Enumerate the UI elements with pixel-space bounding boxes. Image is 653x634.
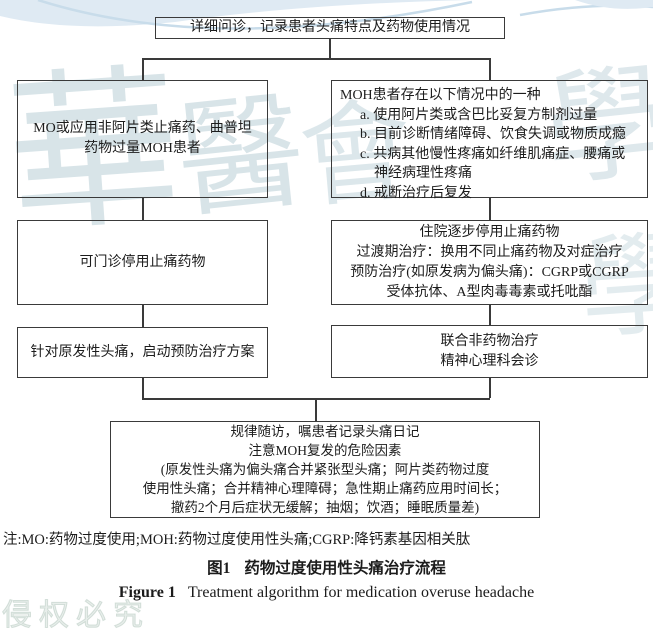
flow-box-text: (原发性头痛为偏头痛合并紧张型头痛；阿片类药物过度 xyxy=(160,462,490,477)
flow-box-intake: 详细问诊，记录患者头痛特点及药物使用情况 xyxy=(155,17,505,39)
flow-box-list-item: a. 使用阿片类或含巴比妥复方制剂过量 xyxy=(360,107,598,123)
flow-box-mo-patients: MO或应用非阿片类止痛药、曲普坦 药物过量MOH患者 xyxy=(17,80,268,198)
flow-box-text: 可门诊停用止痛药物 xyxy=(79,254,206,270)
connector-left-1-2 xyxy=(142,198,144,220)
flow-box-followup: 规律随访，嘱患者记录头痛日记 注意MOH复发的危险因素 (原发性头痛为偏头痛合并… xyxy=(110,421,540,518)
connector-left-drop xyxy=(142,58,144,80)
flow-box-text: 过渡期治疗：换用不同止痛药物及对症治疗 xyxy=(356,244,623,260)
flow-box-text: 针对原发性头痛，启动预防治疗方案 xyxy=(30,344,255,360)
flow-box-list-item: d. 戒断治疗后复发 xyxy=(360,185,472,201)
flow-box-text: 撤药2个月后症状无缓解；抽烟；饮酒；睡眠质量差) xyxy=(170,500,480,515)
figure-label-zh: 图1 xyxy=(207,560,231,577)
connector-bottom-drop xyxy=(315,398,317,421)
connector-top-drop xyxy=(329,39,331,58)
flow-box-list-item: 神经病理性疼痛 xyxy=(374,166,472,181)
connector-split-bar xyxy=(142,58,490,60)
flow-box-text: 联合非药物治疗 xyxy=(440,333,539,349)
flow-box-text: 使用性头痛；合并精神心理障碍；急性期止痛药应用时间长； xyxy=(142,481,508,496)
figure-title-zh: 药物过度使用性头痛治疗流程 xyxy=(244,560,446,577)
flow-box-text: 药物过量MOH患者 xyxy=(84,141,201,156)
flow-box-list-item: c. 共病其他慢性疼痛如纤维肌痛症、腰痛或 xyxy=(360,146,626,162)
figure-caption-en: Figure 1 Treatment algorithm for medicati… xyxy=(0,584,653,602)
flow-box-text: MO或应用非阿片类止痛药、曲普坦 xyxy=(33,121,252,136)
flow-box-text: 预防治疗(如原发病为偏头痛)：CGRP或CGRP xyxy=(350,264,629,280)
flow-box-text: 受体抗体、A型肉毒毒素或托吡酯 xyxy=(386,284,593,300)
connector-right-drop xyxy=(489,58,491,80)
figure-caption-zh: 图1 药物过度使用性头痛治疗流程 xyxy=(0,556,653,578)
abbreviation-note: 注:MO:药物过度使用;MOH:药物过度使用性头痛;CGRP:降钙素基因相关肽 xyxy=(3,532,471,548)
flow-box-text: MOH患者存在以下情况中的一种 xyxy=(340,88,541,103)
connector-right-1-2 xyxy=(489,198,491,220)
connector-right-2-3 xyxy=(489,305,491,325)
flow-box-outpatient-withdrawal: 可门诊停用止痛药物 xyxy=(17,220,268,305)
flow-box-text: 注意MOH复发的危险因素 xyxy=(248,443,402,458)
figure-title-en: Treatment algorithm for medication overu… xyxy=(187,584,535,601)
flow-box-preventive-plan: 针对原发性头痛，启动预防治疗方案 xyxy=(17,327,268,378)
flow-box-text: 精神心理科会诊 xyxy=(440,353,539,369)
figure-label-en: Figure 1 xyxy=(118,584,176,601)
flow-box-text: 详细问诊，记录患者头痛特点及药物使用情况 xyxy=(190,20,470,35)
connector-left-2-3 xyxy=(142,305,144,327)
flow-box-moh-conditions: MOH患者存在以下情况中的一种 a. 使用阿片类或含巴比妥复方制剂过量 b. 目… xyxy=(331,80,648,201)
flow-box-text: 住院逐步停用止痛药物 xyxy=(419,224,560,240)
flow-box-text: 规律随访，嘱患者记录头痛日记 xyxy=(230,424,420,439)
connector-right-merge-drop xyxy=(489,378,491,398)
flow-box-nondrug-psych: 联合非药物治疗 精神心理科会诊 xyxy=(331,325,648,378)
connector-left-merge-drop xyxy=(142,377,144,398)
flow-box-inpatient-withdrawal: 住院逐步停用止痛药物 过渡期治疗：换用不同止痛药物及对症治疗 预防治疗(如原发病… xyxy=(331,220,648,305)
flow-box-list-item: b. 目前诊断情绪障碍、饮食失调或物质成瘾 xyxy=(360,127,626,142)
